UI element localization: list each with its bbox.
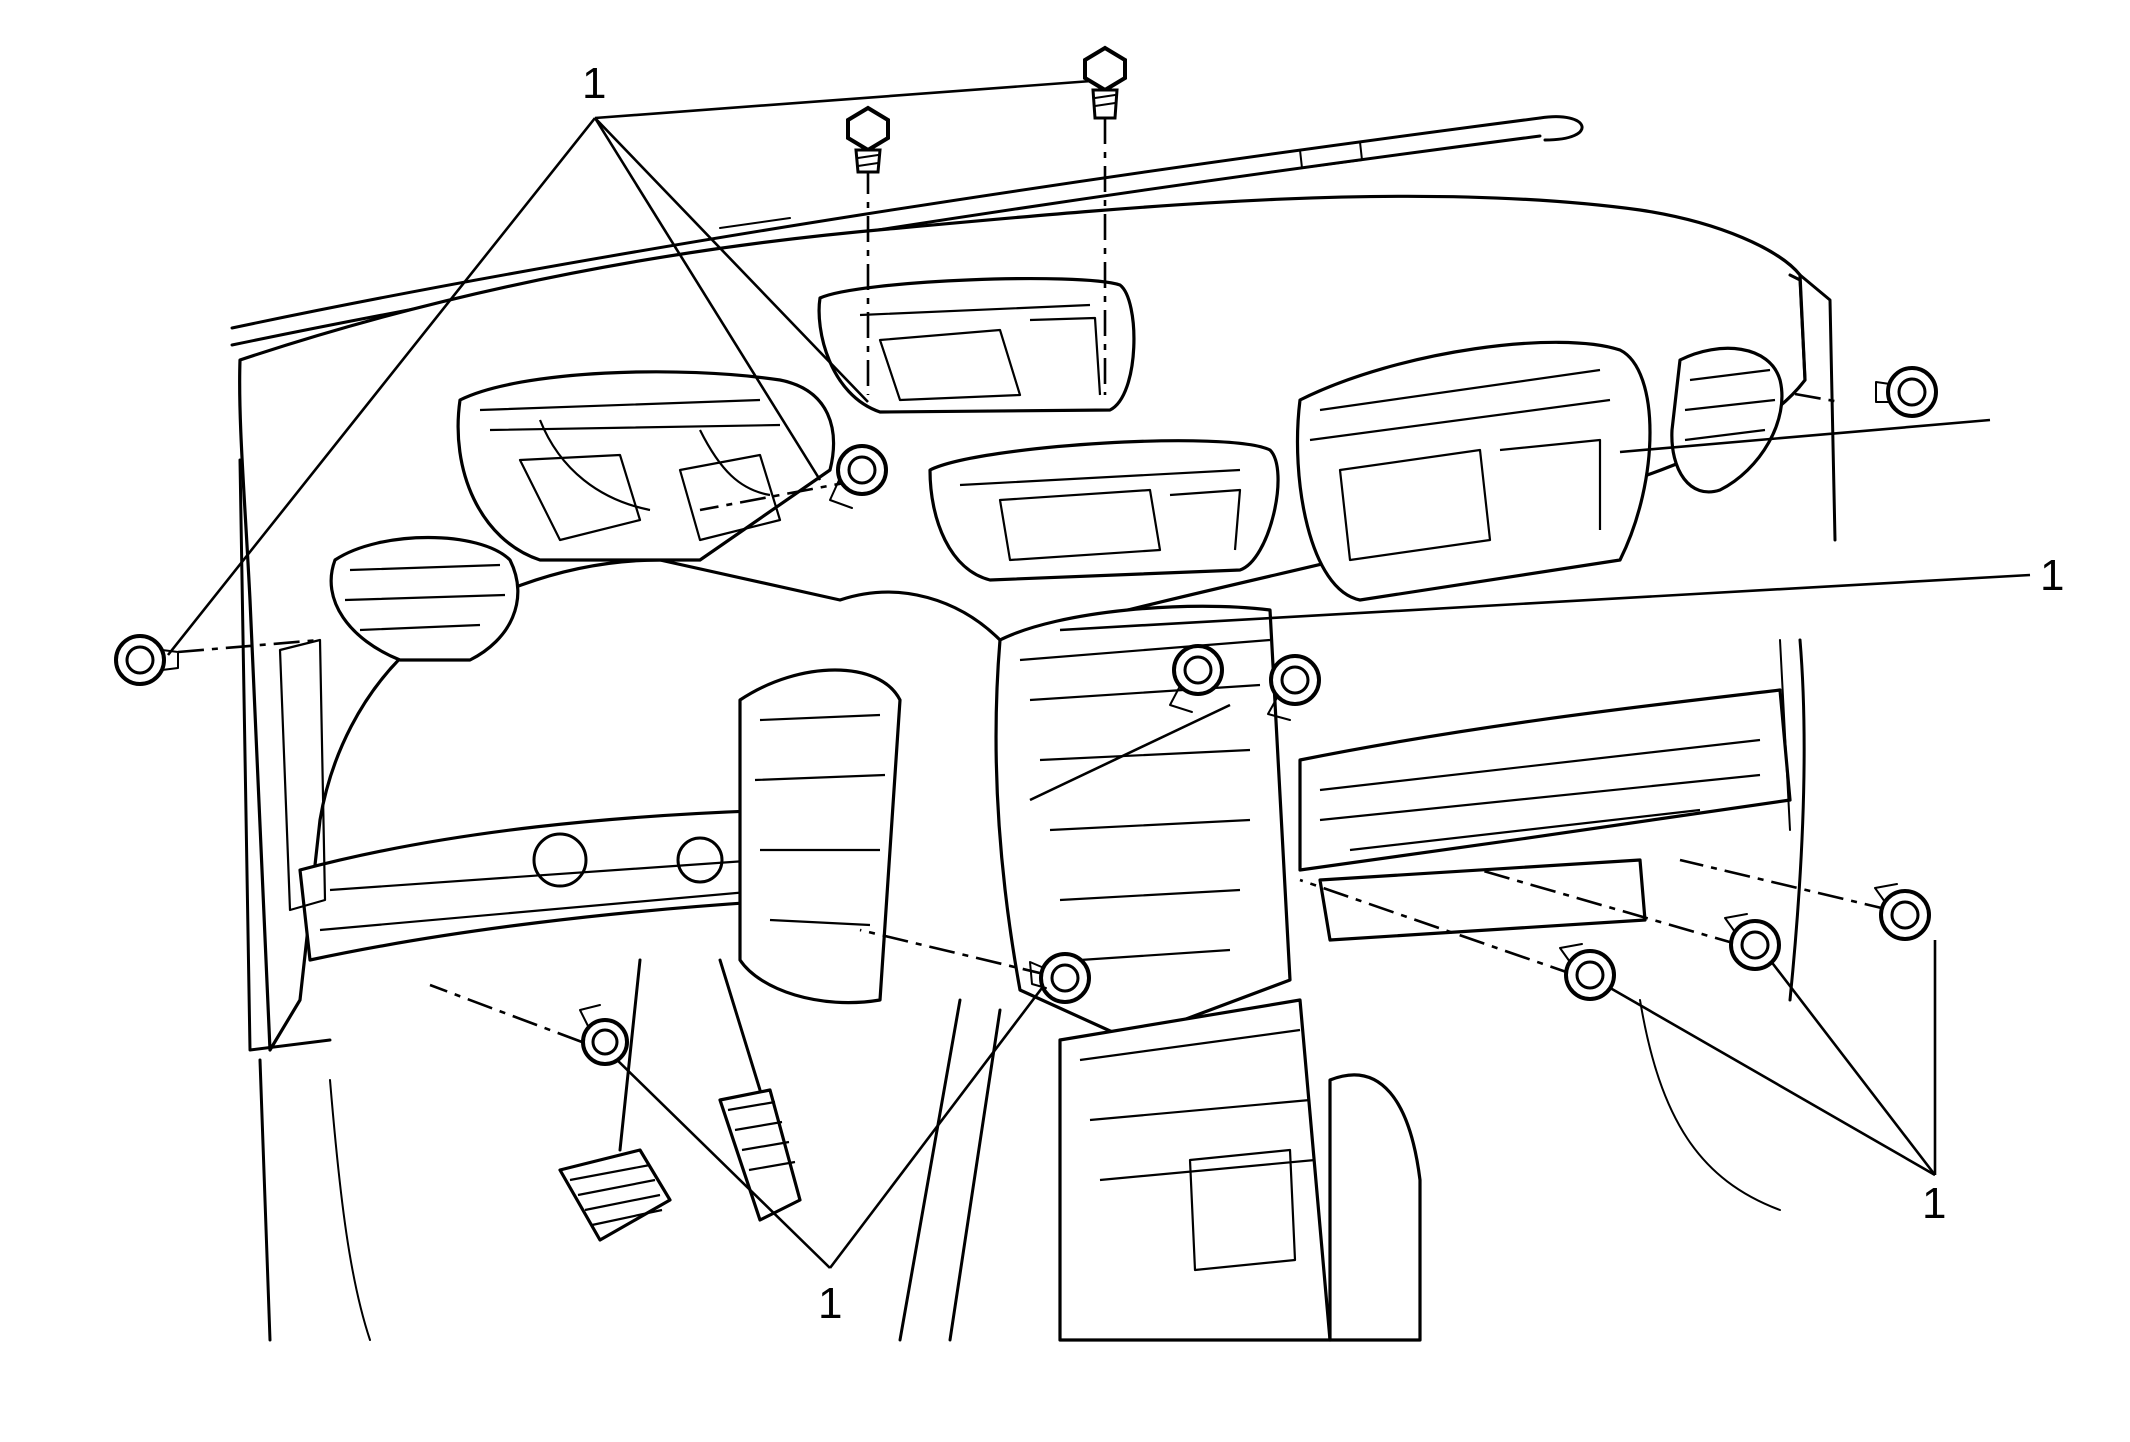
fastener-bolt-cluster [829,444,888,509]
callout-bottom-center: 1 [818,1279,842,1328]
pedals [558,958,802,1242]
fastener-bolt-center-left [1169,644,1224,713]
lower-dash-structure [298,688,1792,962]
passenger-opening [1295,340,1652,602]
fastener-bolt-lower-left [579,1004,629,1066]
callout-bottom-right: 1 [1922,1179,1946,1228]
center-stack [898,604,1422,1342]
callout-top-left: 1 [582,59,606,108]
fastener-bolt-right-side [1875,366,1938,418]
fastener-bolt-lower-right-3 [1874,883,1931,941]
fastener-bolt-lower-center [1029,952,1091,1004]
fastener-bolt-left-side [114,634,179,686]
fastener-bolt-top-left [846,105,890,174]
leader-lines [166,78,2031,1269]
steering-column-support [738,668,902,1005]
callout-right: 1 [2040,551,2064,600]
left-side-structure [238,458,371,1342]
center-vent-opening [928,439,1280,582]
fastener-bolt-top-right [1083,45,1127,120]
fastener-bolt-lower-right-2 [1724,913,1781,971]
cluster-opening [456,370,836,562]
passenger-vent [1670,346,1784,494]
center-display-opening [817,276,1136,414]
fastener-bolt-lower-right-1 [1559,943,1616,1001]
driver-vent [329,535,520,662]
right-side-structure [1639,638,1806,1211]
fastener-bolt-center-right [1267,654,1321,721]
